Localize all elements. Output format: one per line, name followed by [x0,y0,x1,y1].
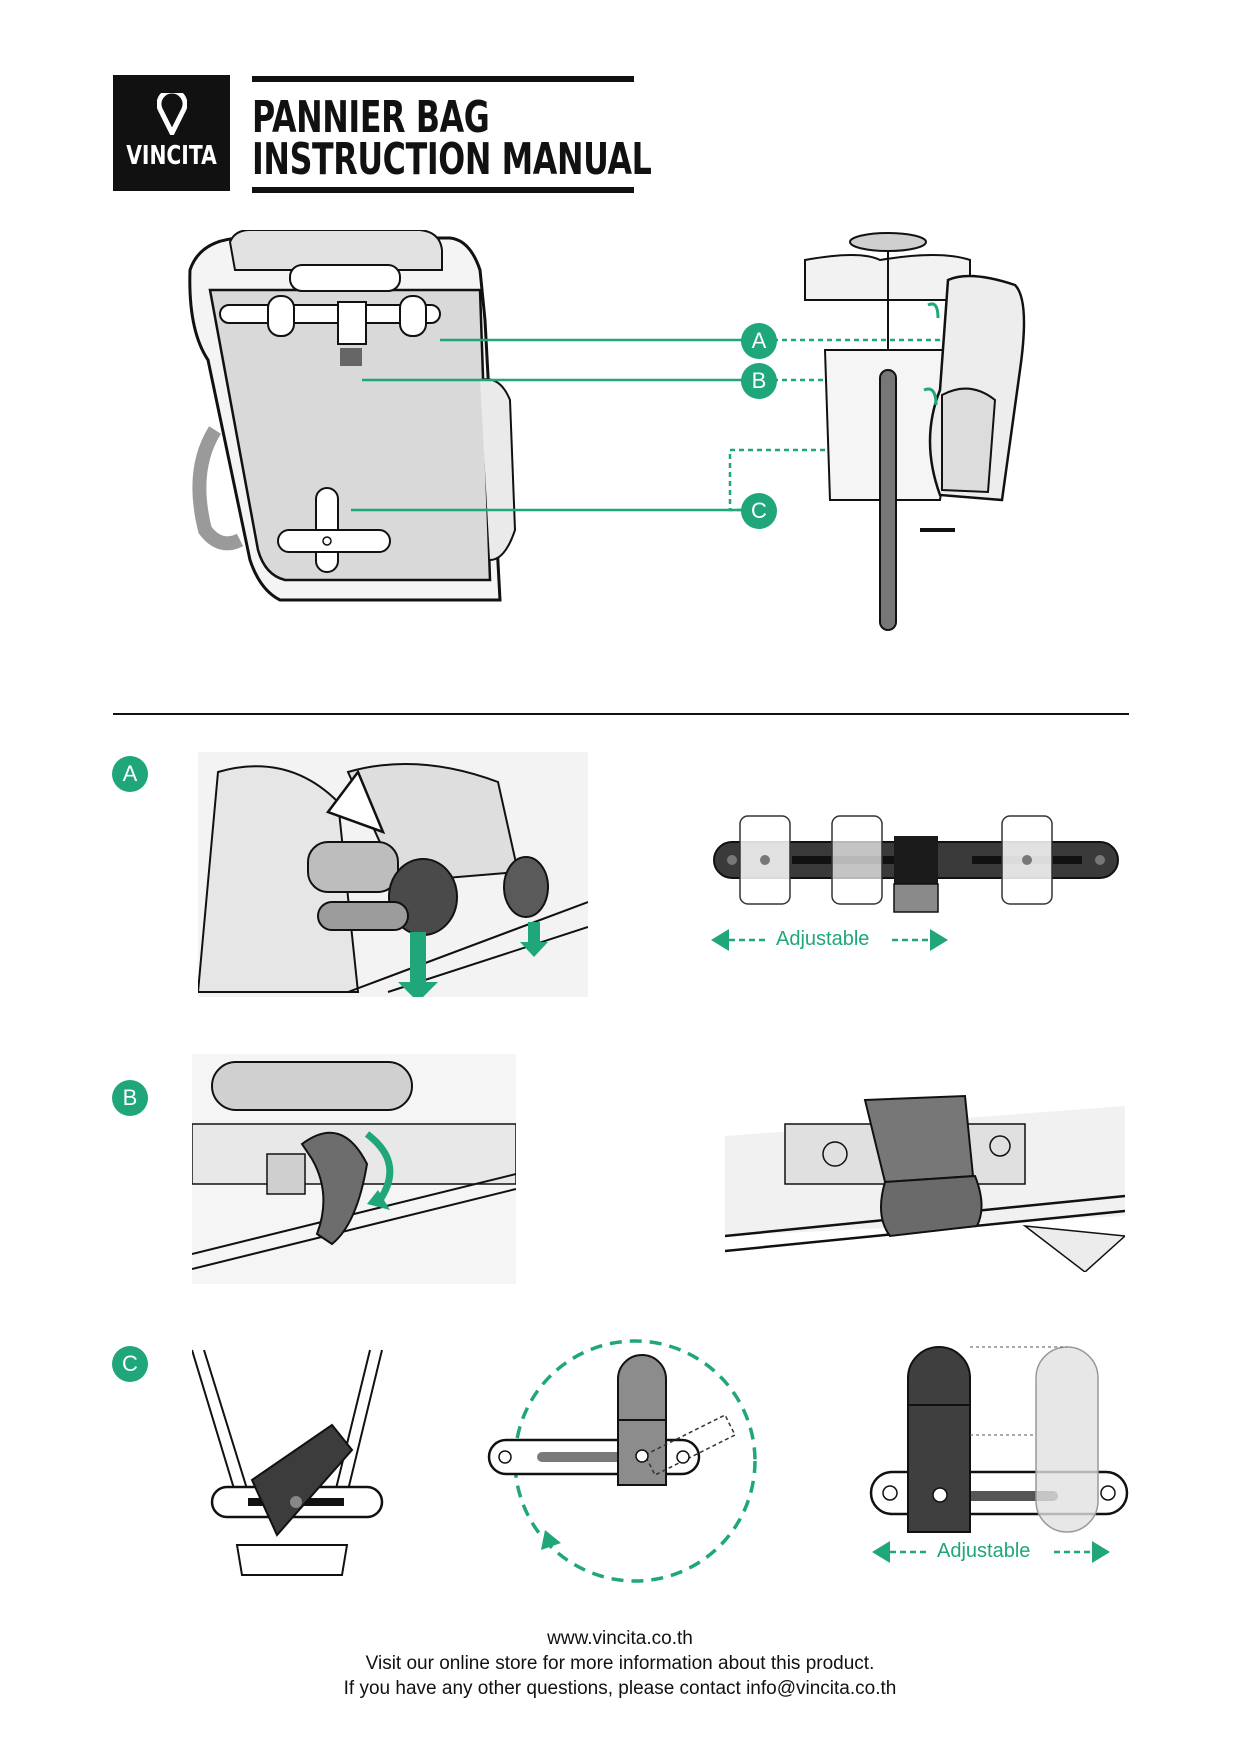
footer-website-link[interactable]: www.vincita.co.th [547,1628,693,1649]
callout-lines [351,338,940,512]
section-c-badge: C [112,1346,148,1382]
pannier-bag-back-illustration [188,230,517,602]
section-a-adjustable-label: Adjustable [776,928,870,950]
title-line-2: INSTRUCTION MANUAL [252,134,652,185]
callout-badge-c: C [741,493,777,529]
adjust-right-arrow-icon [1054,1541,1110,1563]
brand-name: VINCITA [126,141,217,171]
section-b-badge: B [112,1080,148,1116]
section-divider [113,713,1129,715]
manual-title: PANNIER BAG INSTRUCTION MANUAL [252,76,652,193]
section-c-adjust-illustration [869,1346,1129,1533]
footer: www.vincita.co.th Visit our online store… [0,1626,1240,1701]
bicycle-rear-view-illustration [804,232,1026,631]
adjust-left-arrow-icon [711,929,767,951]
adjust-left-arrow-icon [872,1541,928,1563]
callout-badge-a: A [741,323,777,359]
section-c-adjustable-label: Adjustable [937,1540,1031,1562]
section-c-frame-illustration [192,1349,384,1576]
brand-logo: VINCITA [113,75,230,191]
callout-badge-b: B [741,363,777,399]
section-a-hook-illustration [198,752,588,997]
section-b-strap-closed-illustration [725,1094,1125,1272]
section-a-badge: A [112,756,148,792]
footer-contact-note: If you have any other questions, please … [343,1678,897,1699]
section-a-rail-illustration [713,815,1119,913]
adjust-right-arrow-icon [892,929,948,951]
footer-store-note: Visit our online store for more informat… [365,1653,875,1674]
overview-illustration [188,230,1026,631]
title-line-1: PANNIER BAG [252,92,490,143]
logo-drop-icon [157,93,187,135]
section-b-strap-illustration [192,1054,516,1284]
section-c-rotate-illustration [487,1339,757,1583]
